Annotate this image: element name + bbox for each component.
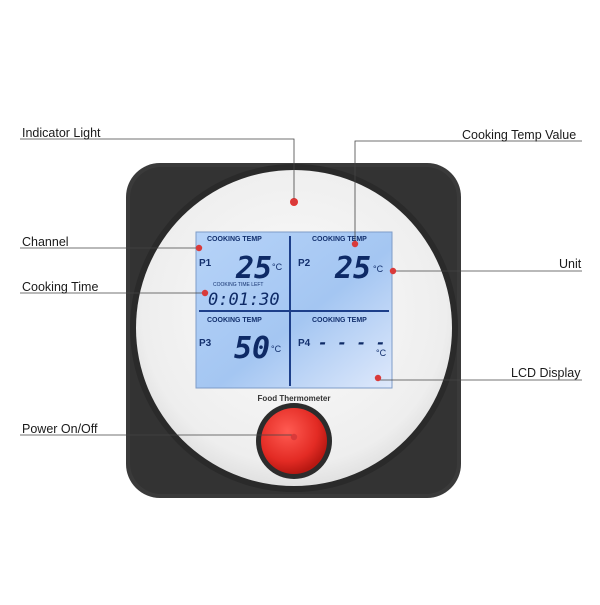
- channel-dot: [195, 244, 203, 252]
- label-cooking-temp-value: Cooking Temp Value: [462, 128, 577, 142]
- device-name: Food Thermometer: [258, 394, 331, 403]
- p2-unit: °C: [373, 264, 384, 274]
- label-unit: Unit: [559, 257, 582, 271]
- p3-unit: °C: [271, 344, 282, 354]
- p1-header: COOKING TEMP: [207, 236, 262, 243]
- p2-channel: P2: [298, 258, 311, 269]
- label-power: Power On/Off: [22, 422, 98, 436]
- time-value: 0:01:30: [208, 290, 280, 310]
- power-dot: [290, 433, 298, 441]
- power-button[interactable]: [261, 408, 327, 474]
- p4-unit: °C: [376, 348, 387, 358]
- label-cooking-time: Cooking Time: [22, 280, 99, 294]
- lcd-display-dot: [374, 374, 382, 382]
- unit-dot: [389, 267, 397, 275]
- p2-temp: 25: [334, 251, 371, 286]
- callout-dots: [195, 198, 397, 441]
- label-lcd-display: LCD Display: [511, 366, 581, 380]
- p1-temp: 25: [235, 251, 272, 286]
- cooking-temp-callout-line: [354, 140, 582, 244]
- cooking-time-dot: [201, 289, 209, 297]
- indicator-light-dot: [290, 198, 298, 206]
- p3-temp: 50: [234, 331, 270, 366]
- p3-header: COOKING TEMP: [207, 317, 262, 324]
- p4-channel: P4: [298, 338, 311, 349]
- p1-channel: P1: [199, 258, 212, 269]
- label-indicator-light: Indicator Light: [22, 126, 101, 140]
- p3-channel: P3: [199, 338, 212, 349]
- p2-header: COOKING TEMP: [312, 236, 367, 243]
- p4-header: COOKING TEMP: [312, 317, 367, 324]
- label-channel: Channel: [22, 235, 69, 249]
- indicator-light-callout-line: [20, 138, 295, 200]
- p4-temp: - - - -: [318, 333, 385, 352]
- time-left-label: COOKING TIME LEFT: [213, 282, 263, 288]
- callout-lines: [20, 138, 582, 436]
- cooking-temp-dot: [351, 240, 359, 248]
- p1-unit: °C: [272, 262, 283, 272]
